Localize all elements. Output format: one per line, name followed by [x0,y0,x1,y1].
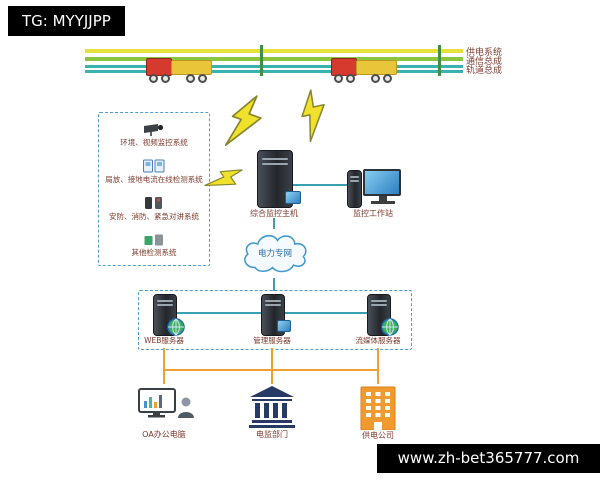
subsystem-item-other: 其他检测系统 [132,232,177,257]
person-icon [178,397,194,418]
power-supply-line [85,49,463,53]
power-company-building-icon [360,386,396,430]
media-server-label: 流媒体服务器 [355,336,401,345]
train-cab [146,58,172,76]
watermark-bottom-right: www.zh-bet365777.com [377,444,600,473]
main-server-label: 综合监控主机 [250,209,298,218]
regulator-building-icon [249,386,295,428]
web-server-label: WEB服务器 [144,336,184,345]
train-wheel [371,74,380,83]
regulator-label: 电监部门 [256,430,288,439]
subsystem-label: 环境、视频监控系统 [120,137,188,147]
bus-label-comm: 通信总成 [466,57,503,67]
detector-icon [143,159,165,172]
train-wheel [346,74,355,83]
workstation-label: 监控工作站 [353,209,393,218]
server-vent [265,304,281,306]
train-icon [146,58,212,86]
server-vent [350,176,359,178]
workstation-monitor-icon [363,169,401,196]
catenary-pole-icon [438,45,441,76]
subsystem-item-detection: 局放、接地电流在线检测系统 [105,158,203,184]
lightning-bolt-icon [203,169,243,187]
power-company-label: 供电公司 [362,431,394,440]
subsystem-label: 其他检测系统 [131,247,177,257]
train-car [356,60,397,75]
train-car [171,60,212,75]
train-wheel [198,74,207,83]
intercom-icon [145,196,162,209]
catenary-pole-icon [260,45,263,76]
subsystem-item-video: 环境、视频监控系统 [120,122,188,147]
lightning-bolt-icon [224,95,262,146]
monitor-stand [379,196,387,201]
server-vent [262,163,288,165]
bus-label-rail: 轨道总成 [466,66,503,76]
oa-computer-label: OA办公电脑 [142,430,186,439]
link-cloud-cluster [273,278,275,291]
server-cluster-panel [138,290,412,350]
subsystem-label: 安防、消防、紧急对讲系统 [109,211,199,221]
monitor-base [371,201,395,204]
globe-icon [167,318,185,336]
train-cab [331,58,357,76]
link-server-cloud [273,218,275,229]
link-media-powerco [377,348,379,384]
globe-icon [381,318,399,336]
server-vent [157,304,173,306]
server-vent [157,300,173,302]
communication-line [85,57,463,61]
train-wheel [334,74,343,83]
rail-line-2 [85,70,463,73]
train-wheel [186,74,195,83]
server-vent [262,158,288,160]
link-server-workstation [291,184,349,186]
link-web-oa [163,348,165,384]
power-network-cloud-icon [244,234,307,273]
cloud-label: 电力专网 [257,249,292,259]
management-server-label: 管理服务器 [253,336,291,345]
rail-line-1 [85,65,463,68]
workstation-tower-icon [347,170,362,208]
train-wheel [149,74,158,83]
train-icon [331,58,397,86]
sensor-icon [144,234,163,245]
bus-label-power: 供电系统 [466,48,503,58]
link-mgmt-regulator [271,348,273,384]
train-wheel [383,74,392,83]
train-wheel [161,74,170,83]
watermark-top-left: TG: MYYJJPP [8,6,125,36]
server-vent [371,300,387,302]
cctv-camera-icon [144,123,164,136]
lightning-bolt-icon [301,89,325,143]
subsystem-label: 局放、接地电流在线检测系统 [105,174,203,184]
subsystem-item-security: 安防、消防、紧急对讲系统 [109,195,199,221]
server-screen-icon [285,191,301,204]
main-server-icon [257,150,293,208]
endpoint-bus-line [163,369,379,371]
subsystem-panel: 环境、视频监控系统 局放、接地电流在线检测系统 安防、消防、紧急对讲系统 其他检… [98,112,210,266]
server-screen-icon [277,320,291,332]
server-vent [265,300,281,302]
server-vent [350,180,359,182]
server-vent [371,304,387,306]
oa-monitor-icon [138,388,176,418]
